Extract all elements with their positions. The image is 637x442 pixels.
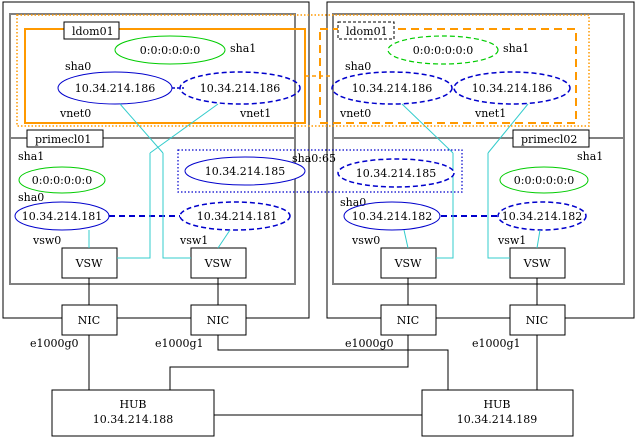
right-vnet1-ellipse	[453, 71, 571, 105]
right-link-vsw0-ellipse	[403, 229, 409, 249]
left-nic-0-label: NIC	[78, 314, 100, 327]
hub-left-ip: 10.34.214.188	[93, 413, 173, 426]
right-link-vnet0	[401, 103, 454, 154]
right-ctrl-sha1-ellipse	[499, 166, 589, 194]
left-vnet1-ellipse	[179, 71, 301, 105]
right-vsw0-ellipse	[343, 201, 441, 231]
left-if-1: e1000g1	[155, 337, 204, 350]
takeover-left-ip: 10.34.214.185	[205, 165, 285, 178]
takeover-label: sha0:65	[292, 152, 336, 165]
left-nic-0	[61, 304, 118, 336]
left-vsw0-label: vsw0	[32, 234, 61, 247]
right-host-frame	[326, 1, 635, 319]
left-control-domain-box	[9, 137, 296, 285]
right-link-vsw1	[487, 153, 510, 259]
left-link-vsw1	[162, 153, 191, 259]
right-nic-1	[509, 304, 566, 336]
left-vnet1-ip: 10.34.214.186	[200, 82, 280, 95]
right-ctrl-sha0-label: sha0	[340, 196, 366, 209]
right-if-1: e1000g1	[472, 337, 521, 350]
hub-right-ip: 10.34.214.189	[457, 413, 537, 426]
left-if-0: e1000g0	[30, 337, 79, 350]
right-vnet0-ellipse	[331, 71, 453, 105]
left-vsw-box-0-label: VSW	[75, 257, 103, 270]
right-control-domain-label: primecl02	[521, 133, 577, 146]
left-guest-domain-label-box	[63, 21, 120, 40]
right-control-domain-box	[332, 137, 625, 285]
right-vnet1-label: vnet1	[474, 107, 506, 120]
takeover-right-ip: 10.34.214.185	[356, 167, 436, 180]
right-if-0: e1000g0	[345, 337, 394, 350]
left-nic-1	[190, 304, 247, 336]
hub-right	[421, 389, 574, 437]
left-ctrl-sha1-ellipse	[18, 166, 106, 194]
takeover-dotted-frame	[177, 149, 463, 193]
left-vsw0-ip: 10.34.214.181	[22, 210, 102, 223]
right-vsw1-ip: 10.34.214.182	[502, 210, 582, 223]
takeover-right-ellipse	[337, 158, 455, 188]
left-vnet1-label: vnet1	[239, 107, 271, 120]
right-guest-sha1-ip: 0:0:0:0:0:0	[413, 44, 474, 57]
right-vnet0-label: vnet0	[339, 107, 371, 120]
left-control-domain-label: primecl01	[35, 133, 91, 146]
right-ctrl-sha1-label: sha1	[577, 150, 603, 163]
left-ctrl-sha1-ip: 0:0:0:0:0:0	[32, 174, 93, 187]
left-control-domain-label-box	[26, 129, 104, 148]
left-guest-sha1-ellipse	[114, 35, 226, 65]
right-nic-1-label: NIC	[526, 314, 548, 327]
right-vsw-box-0	[380, 247, 437, 279]
right-link-vnet1	[487, 103, 529, 154]
right-guest-sha1-label: sha1	[503, 42, 529, 55]
hub-right-label: HUB	[484, 398, 511, 411]
right-vnet0-ip: 10.34.214.186	[352, 82, 432, 95]
right-vsw-box-0-label: VSW	[394, 257, 422, 270]
right-guest-sha1-ellipse	[387, 35, 499, 65]
left-vsw-box-1-label: VSW	[204, 257, 232, 270]
right-guest-domain-label: ldom01	[346, 25, 388, 38]
left-guest-domain-label: ldom01	[72, 25, 114, 38]
left-vsw1-label: vsw1	[179, 234, 208, 247]
left-link-vnet1	[149, 103, 219, 154]
right-nic-0-label: NIC	[397, 314, 419, 327]
left-nic-1-label: NIC	[207, 314, 229, 327]
left-vsw1-ip: 10.34.214.181	[197, 210, 277, 223]
right-vsw1-label: vsw1	[497, 234, 526, 247]
left-vnet0-ip: 10.34.214.186	[75, 82, 155, 95]
right-link-vsw0	[436, 153, 454, 259]
right-vsw-box-1-label: VSW	[523, 257, 551, 270]
right-vsw1-ellipse	[497, 201, 587, 231]
left-ctrl-sha1-label: sha1	[18, 150, 44, 163]
hub-left	[51, 389, 215, 437]
left-link-vnet0-vsw1	[119, 103, 164, 154]
right-guest-sha0-label: sha0	[345, 60, 371, 73]
right-vsw0-ip: 10.34.214.182	[352, 210, 432, 223]
right-guest-domain-label-box	[337, 21, 395, 40]
left-guest-sha1-ip: 0:0:0:0:0:0	[140, 44, 201, 57]
right-link-vsw1-ellipse	[536, 229, 541, 249]
right-nic-0	[380, 304, 437, 336]
left-link-vsw1-ellipse	[217, 229, 231, 249]
left-host-frame	[2, 1, 310, 319]
right-vsw0-label: vsw0	[351, 234, 380, 247]
hub-left-label: HUB	[120, 398, 147, 411]
left-guest-sha1-label: sha1	[230, 42, 256, 55]
left-guest-sha0-label: sha0	[65, 60, 91, 73]
guest-domain-dotted-frame	[16, 14, 590, 127]
left-vsw1-ellipse	[179, 201, 291, 231]
left-vnet0-label: vnet0	[59, 107, 91, 120]
left-ctrl-sha0-label: sha0	[18, 191, 44, 204]
right-control-domain-label-box	[512, 129, 590, 148]
left-link-vsw0	[117, 153, 151, 259]
takeover-left-ellipse	[184, 156, 306, 186]
right-vnet1-ip: 10.34.214.186	[472, 82, 552, 95]
right-ctrl-sha1-ip: 0:0:0:0:0:0	[514, 174, 575, 187]
